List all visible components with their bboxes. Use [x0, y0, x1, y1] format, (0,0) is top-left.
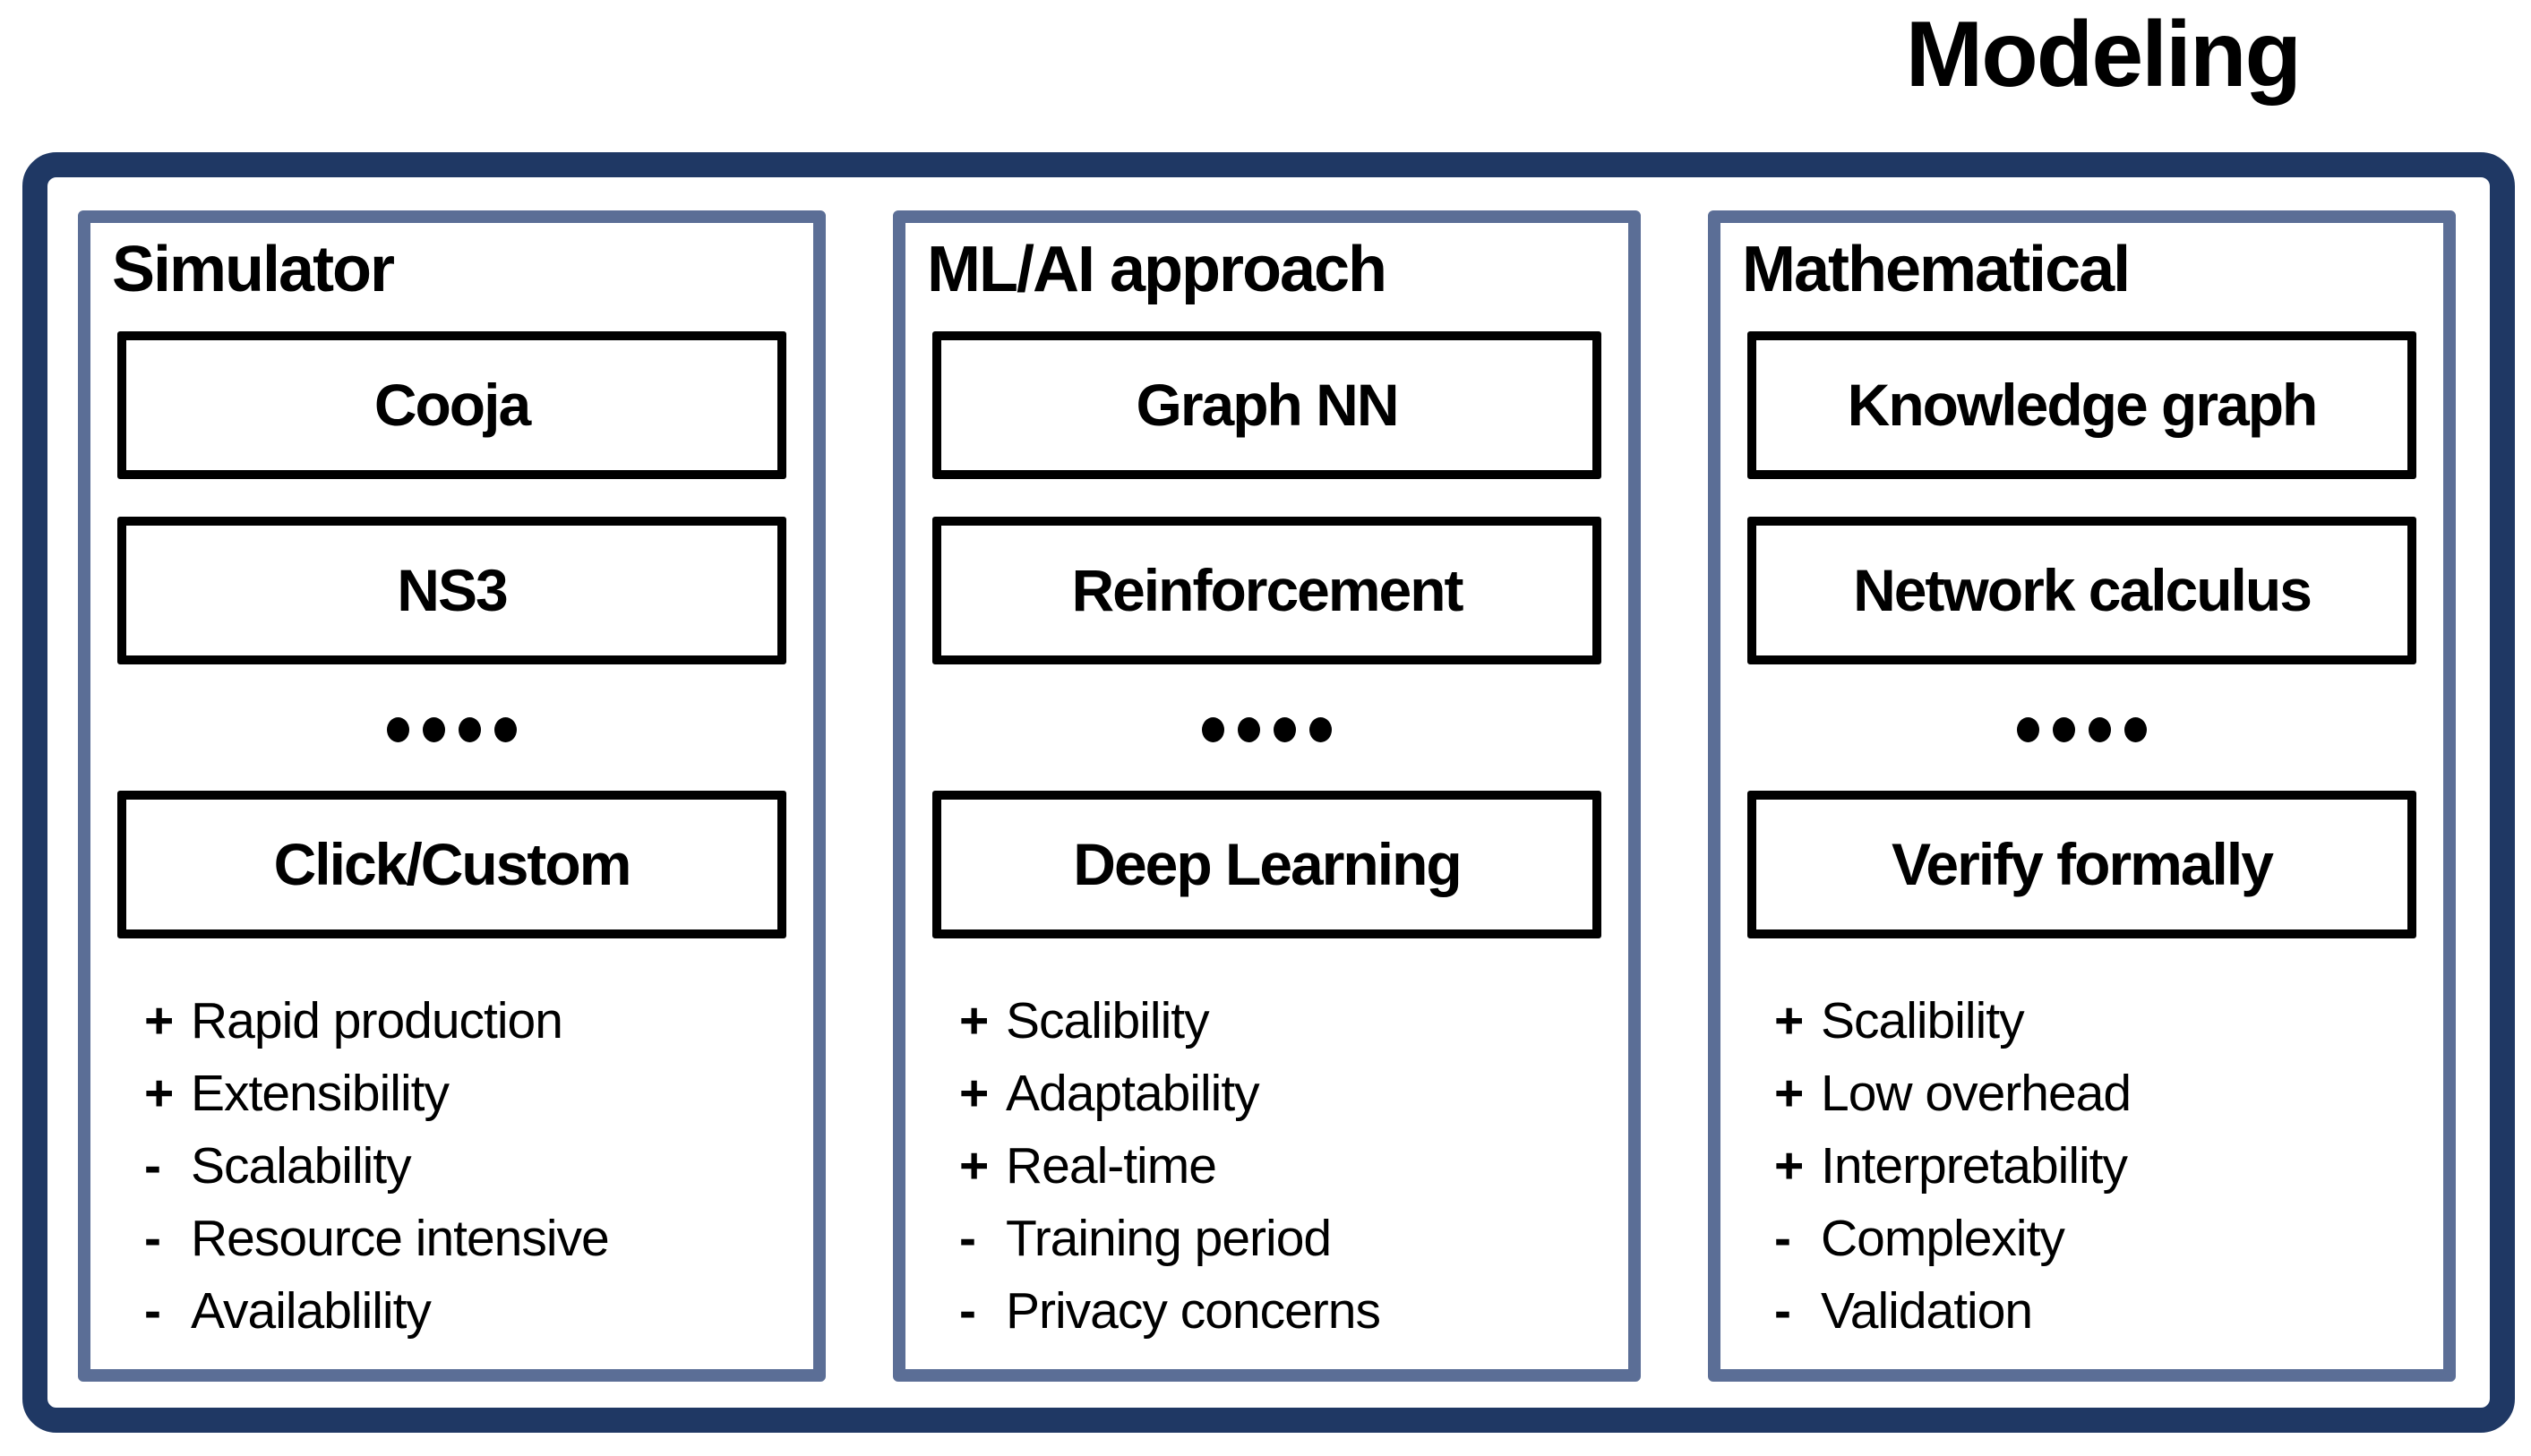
method-box-label: Deep Learning [1073, 831, 1462, 898]
pros-cons-sign: - [959, 1209, 976, 1267]
method-box: Click/Custom [117, 790, 786, 938]
pros-cons-sign: + [1774, 1064, 1804, 1122]
pros-cons-text: Scalibility [1821, 991, 2025, 1049]
pros-cons-sign: + [144, 1064, 174, 1122]
pros-cons-sign: + [1774, 1136, 1804, 1195]
method-box: Verify formally [1747, 790, 2416, 938]
dot-icon [2089, 716, 2111, 742]
method-box-label: Cooja [373, 372, 531, 439]
pros-cons-item: + Adaptability [959, 1058, 1601, 1130]
ellipsis-dots [1747, 716, 2416, 743]
pros-cons-list: + Scalibility + Adaptability + Real-time -T… [932, 985, 1601, 1348]
pros-cons-item: + Extensibility [144, 1058, 786, 1130]
dot-icon [2124, 716, 2147, 742]
bottom-boxes: Verify formally [1747, 790, 2416, 938]
bottom-boxes: Click/Custom [117, 790, 786, 938]
pros-cons-sign: + [959, 991, 989, 1049]
dot-icon [2053, 716, 2075, 742]
bottom-boxes: Deep Learning [932, 790, 1601, 938]
pros-cons-item: -Complexity [1774, 1203, 2416, 1275]
pros-cons-text: Extensibility [191, 1064, 450, 1122]
pros-cons-item: -Availablility [144, 1275, 786, 1348]
method-box-label: Reinforcement [1071, 557, 1463, 624]
pros-cons-sign: - [1774, 1281, 1791, 1340]
pros-cons-item: + Scalibility [959, 985, 1601, 1058]
pros-cons-sign: - [959, 1281, 976, 1340]
pros-cons-sign: + [1774, 991, 1804, 1049]
pros-cons-item: -Privacy concerns [959, 1275, 1601, 1348]
page-title: Modeling [1905, 3, 2302, 107]
method-box-label: Knowledge graph [1847, 372, 2319, 439]
pros-cons-text: Privacy concerns [1006, 1281, 1381, 1340]
pros-cons-text: Rapid production [191, 991, 563, 1049]
pros-cons-sign: - [1774, 1209, 1791, 1267]
method-box-label: Verify formally [1892, 831, 2274, 898]
top-boxes: Knowledge graph Network calculus [1747, 330, 2416, 664]
pros-cons-sign: - [144, 1281, 161, 1340]
pros-cons-text: Scalibility [1006, 991, 1210, 1049]
dot-icon [387, 716, 409, 742]
pros-cons-item: -Validation [1774, 1275, 2416, 1348]
pros-cons-item: + Real-time [959, 1130, 1601, 1203]
pros-cons-item: + Low overhead [1774, 1058, 2416, 1130]
category-column: ML/AI approach Graph NN Reinforcement De… [893, 210, 1641, 1382]
pros-cons-text: Low overhead [1821, 1064, 2132, 1122]
pros-cons-item: + Scalibility [1774, 985, 2416, 1058]
pros-cons-text: Real-time [1006, 1136, 1217, 1195]
method-box: Reinforcement [932, 516, 1601, 664]
method-box: Network calculus [1747, 516, 2416, 664]
pros-cons-text: Validation [1821, 1281, 2033, 1340]
pros-cons-item: -Resource intensive [144, 1203, 786, 1275]
pros-cons-item: -Training period [959, 1203, 1601, 1275]
method-box-label: NS3 [397, 557, 508, 624]
category-column: Mathematical Knowledge graph Network cal… [1708, 210, 2456, 1382]
pros-cons-text: Availablility [191, 1281, 432, 1340]
method-box: Deep Learning [932, 790, 1601, 938]
category-columns: Simulator Cooja NS3 Click/Custom + Rapid … [47, 177, 2490, 1415]
pros-cons-text: Scalability [191, 1136, 412, 1195]
category-column: Simulator Cooja NS3 Click/Custom + Rapid … [78, 210, 826, 1382]
pros-cons-text: Training period [1006, 1209, 1332, 1267]
pros-cons-sign: + [144, 991, 174, 1049]
pros-cons-sign: + [959, 1064, 989, 1122]
column-header: Mathematical [1742, 234, 2131, 305]
pros-cons-list: + Scalibility + Low overhead + Interpretabi… [1747, 985, 2416, 1348]
dot-icon [1238, 716, 1260, 742]
pros-cons-item: -Scalability [144, 1130, 786, 1203]
pros-cons-list: +Rapid production +Extensibility -Scalab… [117, 985, 786, 1348]
method-box-label: Graph NN [1136, 372, 1399, 439]
dot-icon [1202, 716, 1224, 742]
method-box-label: Click/Custom [273, 831, 632, 898]
column-header: Simulator [112, 234, 395, 305]
dot-icon [1274, 716, 1296, 742]
pros-cons-text: Resource intensive [191, 1209, 610, 1267]
method-box: Graph NN [932, 330, 1601, 479]
top-boxes: Cooja NS3 [117, 330, 786, 664]
dot-icon [423, 716, 445, 742]
pros-cons-text: Adaptability [1006, 1064, 1260, 1122]
dot-icon [1309, 716, 1332, 742]
pros-cons-sign: - [144, 1136, 161, 1195]
dot-icon [459, 716, 481, 742]
pros-cons-item: + Rapid production [144, 985, 786, 1058]
pros-cons-sign: + [959, 1136, 989, 1195]
method-box-label: Network calculus [1853, 557, 2312, 624]
modeling-container: Simulator Cooja NS3 Click/Custom + Rapid … [22, 152, 2515, 1433]
method-box: Knowledge graph [1747, 330, 2416, 479]
method-box: NS3 [117, 516, 786, 664]
pros-cons-sign: - [144, 1209, 161, 1267]
ellipsis-dots [117, 716, 786, 743]
ellipsis-dots [932, 716, 1601, 743]
pros-cons-text: Complexity [1821, 1209, 2065, 1267]
pros-cons-item: + Interpretability [1774, 1130, 2416, 1203]
dot-icon [494, 716, 517, 742]
method-box: Cooja [117, 330, 786, 479]
top-boxes: Graph NN Reinforcement [932, 330, 1601, 664]
dot-icon [2017, 716, 2039, 742]
pros-cons-text: Interpretability [1821, 1136, 2128, 1195]
column-header: ML/AI approach [927, 234, 1387, 305]
